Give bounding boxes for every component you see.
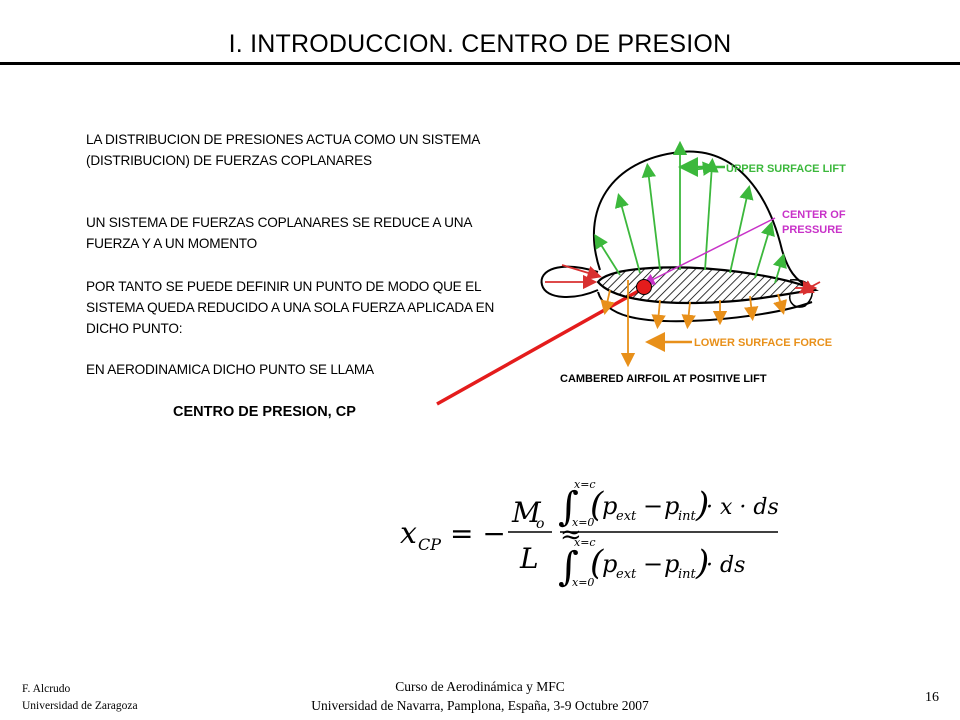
center-of-pressure-label: CENTRO DE PRESION, CP [173, 404, 356, 420]
formula-num-upper: x=c [574, 478, 596, 491]
upper-lift-arrow [594, 233, 621, 276]
formula-lift: L [519, 542, 539, 575]
slide-title: I. INTRODUCCION. CENTRO DE PRESION [228, 30, 732, 58]
upper-lift-arrow [614, 193, 641, 274]
lower-force-arrow [773, 293, 787, 315]
formula-den-tail: · ds [706, 553, 745, 578]
lower-force-arrow [651, 299, 666, 330]
formula-num-paren-close: ) [695, 485, 709, 525]
formula-integral-den: ∫ [558, 544, 579, 590]
formula-num-paren-open: ( [590, 485, 604, 525]
footer-course: Curso de Aerodinámica y MFC [395, 679, 565, 694]
paragraph-coplanar-forces: LA DISTRIBUCION DE PRESIONES ACTUA COMO … [86, 132, 480, 168]
upper-lift-arrow [641, 162, 661, 271]
upper-lift-leader [689, 161, 718, 176]
formula-den-pext: p [602, 550, 617, 578]
formula-den-minus: − [643, 550, 663, 578]
formula-moment-sub: o [536, 516, 544, 532]
figure-caption: CAMBERED AIRFOIL AT POSITIVE LIFT [560, 373, 767, 385]
formula-num-pext-sub: ext [616, 509, 637, 524]
paragraph-force-moment: UN SISTEMA DE FUERZAS COPLANARES SE REDU… [86, 215, 472, 251]
footer-venue: Universidad de Navarra, Pamplona, España… [311, 698, 649, 713]
paragraph-point-definition: POR TANTO SE PUEDE DEFINIR UN PUNTO DE M… [86, 279, 495, 336]
center-of-pressure-marker [636, 279, 652, 295]
footer-course-block: Curso de Aerodinámica y MFC Universidad … [0, 677, 960, 715]
formula-den-paren-close: ) [695, 543, 709, 583]
formula-moment: M [511, 496, 542, 529]
leading-edge-arrow [561, 264, 602, 280]
upper-lift-arrow [729, 184, 754, 274]
page-number: 16 [925, 690, 939, 705]
footer-author: F. Alcrudo [22, 683, 71, 695]
title-underline [0, 62, 960, 65]
cp-formula: x CP = − M o L ≈ ∫ x=c x=0 ( p ext − p i… [400, 478, 779, 590]
upper-surface-label: UPPER SURFACE LIFT [726, 163, 846, 175]
lower-surface-label: LOWER SURFACE FORCE [694, 337, 832, 349]
formula-den-lower: x=0 [572, 576, 594, 589]
airfoil-pressure-diagram: UPPER SURFACE LIFT CENTER OF PRESSURE LO… [540, 140, 846, 385]
formula-den-pint: p [664, 550, 679, 578]
formula-den-paren-open: ( [590, 543, 604, 583]
cop-label-line-1: CENTER OF [782, 209, 846, 221]
formula-num-minus: − [643, 492, 663, 520]
lower-force-arrow [600, 289, 615, 316]
paragraph-aerodynamics-name: EN AERODINAMICA DICHO PUNTO SE LLAMA [86, 362, 374, 377]
upper-lift-arrow [704, 157, 719, 271]
upper-lift-arrow [754, 221, 775, 279]
upper-lift-arrow [773, 253, 787, 284]
footer-author-block: F. Alcrudo Universidad de Zaragoza [22, 681, 138, 715]
lower-force-arrow [681, 301, 696, 330]
formula-num-lower: x=0 [572, 516, 594, 529]
upper-pressure-envelope [592, 150, 811, 289]
formula-num-pint-sub: int [678, 509, 697, 524]
formula-num-pext: p [602, 492, 617, 520]
formula-den-upper: x=c [574, 536, 596, 549]
formula-lhs-x: x [400, 516, 417, 551]
airfoil-section [596, 266, 819, 305]
formula-num-pint: p [664, 492, 679, 520]
cop-leader [642, 217, 776, 285]
formula-den-pext-sub: ext [616, 567, 637, 582]
formula-approx: ≈ [560, 520, 582, 550]
footer-affiliation: Universidad de Zaragoza [22, 700, 138, 712]
formula-equals: = − [450, 517, 506, 550]
trailing-edge-arrow [798, 280, 821, 294]
lower-force-arrow [744, 295, 759, 322]
formula-lhs-sub: CP [418, 535, 441, 554]
formula-num-tail: · x · ds [706, 495, 779, 520]
formula-integral-num: ∫ [558, 484, 579, 530]
cop-label-line-2: PRESSURE [782, 224, 843, 236]
formula-den-pint-sub: int [678, 567, 697, 582]
